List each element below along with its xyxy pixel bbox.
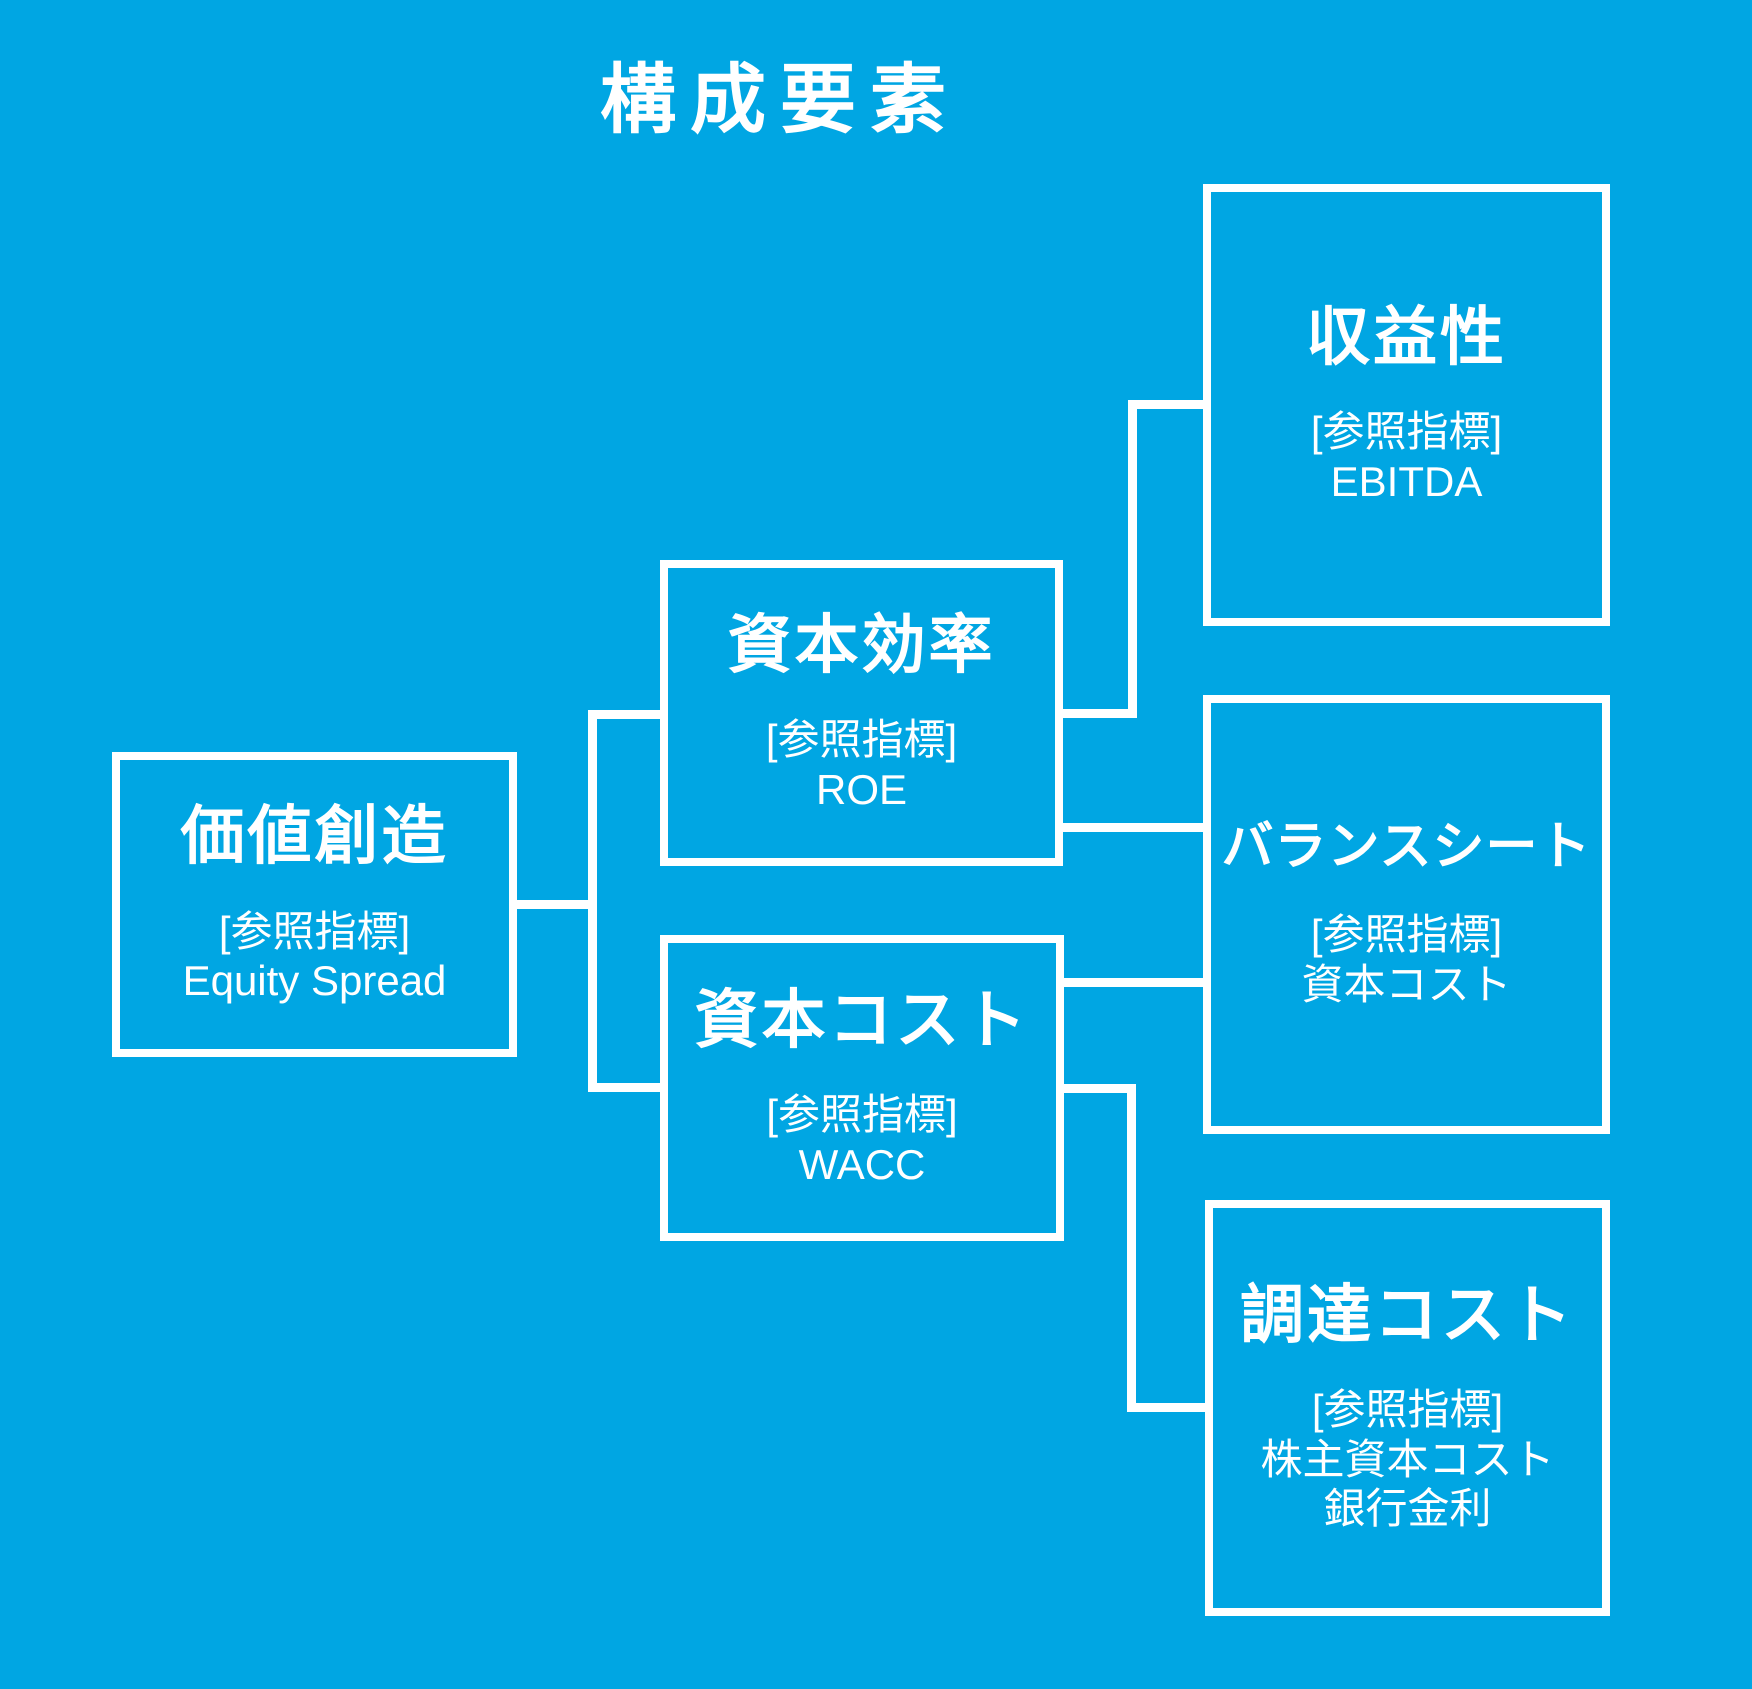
edge-trunk-to-capital-cost [588, 1083, 660, 1092]
diagram-title: 構成要素 [600, 58, 960, 143]
node-ref-label: [参照指標] [765, 716, 958, 764]
node-ref-label: [参照指標] [1311, 1386, 1504, 1434]
node-metric: 銀行金利 [1323, 1485, 1492, 1533]
edge-capital-cost-to-funding-v [1127, 1084, 1136, 1412]
edge-trunk-vertical [588, 710, 597, 1092]
node-metric: EBITDA [1330, 457, 1483, 505]
node-profitability: 収益性 [参照指標] EBITDA [1203, 184, 1610, 626]
edge-capital-efficiency-to-balance-sheet [1063, 823, 1203, 832]
node-funding-cost: 調達コスト [参照指標] 株主資本コスト 銀行金利 [1205, 1200, 1610, 1616]
node-title: バランスシート [1221, 817, 1592, 876]
node-capital-cost: 資本コスト [参照指標] WACC [660, 935, 1064, 1241]
node-title: 調達コスト [1240, 1279, 1575, 1352]
node-metric: 株主資本コスト [1260, 1435, 1555, 1483]
node-metric: WACC [798, 1140, 926, 1188]
node-title: 収益性 [1306, 300, 1507, 373]
node-metric: ROE [815, 765, 907, 813]
node-ref-label: [参照指標] [1310, 408, 1503, 456]
node-ref-label: [参照指標] [1310, 911, 1503, 959]
node-title: 価値創造 [180, 800, 449, 873]
node-title: 資本効率 [727, 608, 996, 681]
edge-value-creation-horizontal [517, 900, 597, 909]
edge-capital-efficiency-to-profitability-h1 [1063, 709, 1137, 718]
node-capital-efficiency: 資本効率 [参照指標] ROE [660, 560, 1063, 866]
node-title: 資本コスト [694, 983, 1030, 1056]
edge-trunk-to-capital-efficiency [588, 710, 660, 719]
edge-capital-efficiency-to-profitability-h2 [1128, 400, 1203, 409]
node-ref-label: [参照指標] [766, 1091, 958, 1139]
edge-capital-cost-to-funding-h1 [1064, 1084, 1136, 1093]
edge-capital-cost-to-balance-sheet [1064, 978, 1203, 987]
node-metric: 資本コスト [1301, 960, 1512, 1008]
node-value-creation: 価値創造 [参照指標] Equity Spread [112, 752, 517, 1057]
edge-capital-cost-to-funding-h2 [1127, 1403, 1205, 1412]
edge-capital-efficiency-to-profitability-v [1128, 400, 1137, 718]
node-balance-sheet: バランスシート [参照指標] 資本コスト [1203, 695, 1610, 1134]
node-metric: Equity Spread [182, 957, 447, 1005]
node-ref-label: [参照指標] [218, 907, 411, 955]
